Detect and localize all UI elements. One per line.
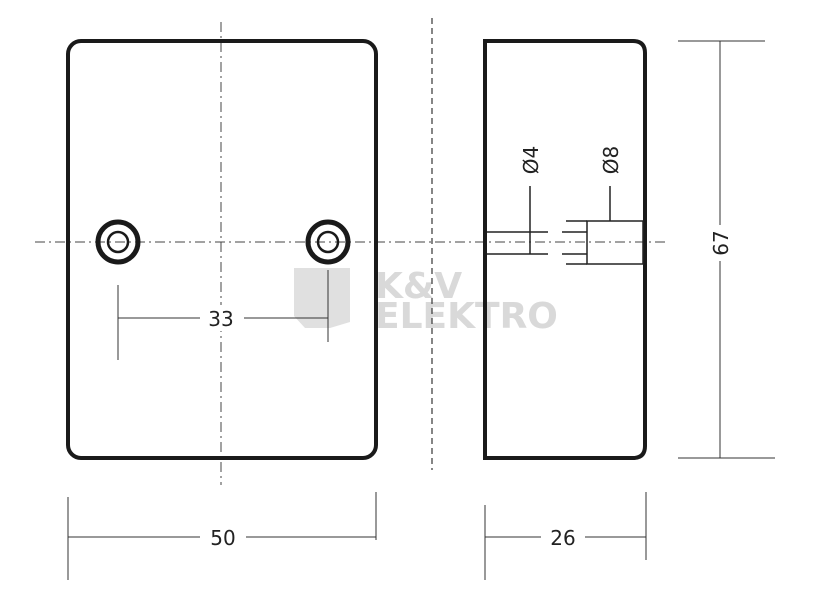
hole-spacing-label: 33 [208, 307, 233, 331]
front-width-label: 50 [210, 526, 235, 550]
front-view-outline [66, 39, 378, 460]
watermark-logo: K&V ELEKTRO [294, 266, 558, 337]
small-hole-section [487, 186, 548, 255]
side-width-label: 26 [550, 526, 575, 550]
watermark-line1: K&V [375, 266, 462, 307]
side-view-outline [483, 39, 647, 460]
mounting-hole-right [305, 219, 351, 265]
large-hole-section [562, 186, 644, 265]
watermark-line2: ELEKTRO [375, 296, 558, 337]
small-hole-diameter-label: Ø4 [519, 146, 543, 174]
large-hole-diameter-label: Ø8 [599, 146, 623, 174]
mounting-hole-left [95, 219, 141, 265]
height-dimension-label: 67 [709, 230, 733, 255]
